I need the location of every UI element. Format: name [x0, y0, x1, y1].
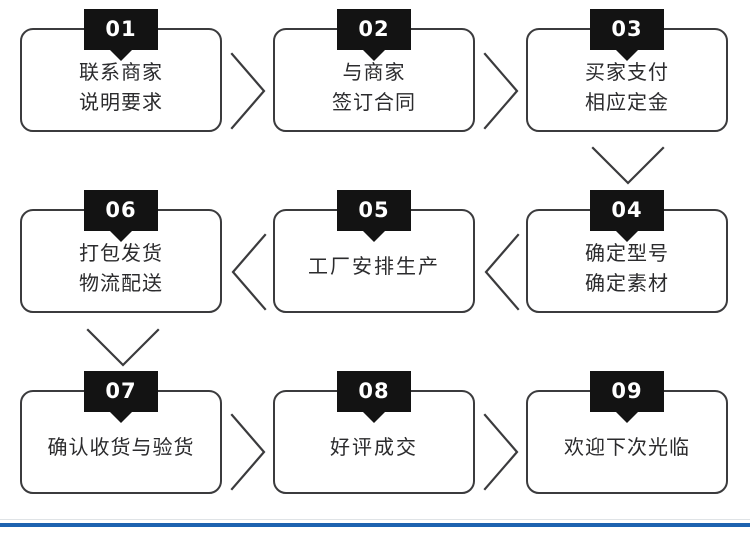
node-number-08: 08: [358, 379, 390, 403]
node-label-line: 打包发货: [79, 241, 163, 265]
tab-pointer-icon: [363, 50, 385, 61]
flow-node-07[interactable]: 07 确认收货与验货: [20, 371, 222, 494]
node-label-line: 工厂安排生产: [308, 254, 440, 278]
flow-node-04[interactable]: 04 确定型号 确定素材: [526, 190, 728, 313]
connector-chevron-right-icon: [482, 51, 522, 131]
tab-pointer-icon: [363, 412, 385, 423]
connector-chevron-right-icon: [482, 412, 522, 492]
node-number-tab-04: 04: [590, 190, 664, 242]
node-number-02: 02: [358, 17, 390, 41]
tab-pointer-icon: [616, 50, 638, 61]
tab-pointer-icon: [110, 231, 132, 242]
node-label-line: 确定素材: [585, 271, 669, 295]
node-number-05: 05: [358, 198, 390, 222]
node-label-05: 工厂安排生产: [275, 211, 473, 311]
connector-chevron-down-icon: [85, 327, 161, 369]
tab-pointer-icon: [110, 412, 132, 423]
node-number-04: 04: [611, 198, 643, 222]
node-label-line: 说明要求: [79, 90, 163, 114]
node-number-tab-01: 01: [84, 9, 158, 61]
node-label-09: 欢迎下次光临: [528, 392, 726, 492]
node-label-line: 物流配送: [79, 271, 163, 295]
node-label-line: 确定型号: [585, 241, 669, 265]
node-number-tab-07: 07: [84, 371, 158, 423]
node-number-tab-06: 06: [84, 190, 158, 242]
node-label-line: 确认收货与验货: [47, 435, 195, 459]
node-label-01: 联系商家 说明要求: [22, 30, 220, 130]
node-label-06: 打包发货 物流配送: [22, 211, 220, 311]
node-label-line: 相应定金: [585, 90, 669, 114]
node-number-07: 07: [105, 379, 137, 403]
footer-hairline: [0, 519, 750, 520]
flow-node-05[interactable]: 05 工厂安排生产: [273, 190, 475, 313]
flow-node-06[interactable]: 06 打包发货 物流配送: [20, 190, 222, 313]
node-label-02: 与商家 签订合同: [275, 30, 473, 130]
flow-node-01[interactable]: 01 联系商家 说明要求: [20, 9, 222, 132]
node-number-tab-03: 03: [590, 9, 664, 61]
node-number-01: 01: [105, 17, 137, 41]
flow-node-02[interactable]: 02 与商家 签订合同: [273, 9, 475, 132]
node-label-line: 签订合同: [332, 90, 416, 114]
tab-pointer-icon: [110, 50, 132, 61]
node-number-tab-05: 05: [337, 190, 411, 242]
footer-accent-bar: [0, 523, 750, 527]
node-number-09: 09: [611, 379, 643, 403]
tab-pointer-icon: [616, 231, 638, 242]
node-label-line: 买家支付: [585, 60, 669, 84]
node-number-tab-02: 02: [337, 9, 411, 61]
node-label-line: 联系商家: [79, 60, 163, 84]
node-label-line: 好评成交: [330, 435, 418, 459]
connector-chevron-right-icon: [229, 51, 269, 131]
node-label-03: 买家支付 相应定金: [528, 30, 726, 130]
node-label-04: 确定型号 确定素材: [528, 211, 726, 311]
connector-chevron-right-icon: [229, 412, 269, 492]
node-number-03: 03: [611, 17, 643, 41]
connector-chevron-left-icon: [481, 232, 521, 312]
node-label-line: 与商家: [342, 60, 406, 84]
node-number-06: 06: [105, 198, 137, 222]
node-number-tab-08: 08: [337, 371, 411, 423]
flow-node-09[interactable]: 09 欢迎下次光临: [526, 371, 728, 494]
connector-chevron-down-icon: [590, 145, 666, 187]
tab-pointer-icon: [363, 231, 385, 242]
flow-node-03[interactable]: 03 买家支付 相应定金: [526, 9, 728, 132]
connector-chevron-left-icon: [228, 232, 268, 312]
node-label-08: 好评成交: [275, 392, 473, 492]
node-number-tab-09: 09: [590, 371, 664, 423]
tab-pointer-icon: [616, 412, 638, 423]
node-label-07: 确认收货与验货: [22, 392, 220, 492]
node-label-line: 欢迎下次光临: [564, 435, 690, 459]
flow-node-08[interactable]: 08 好评成交: [273, 371, 475, 494]
